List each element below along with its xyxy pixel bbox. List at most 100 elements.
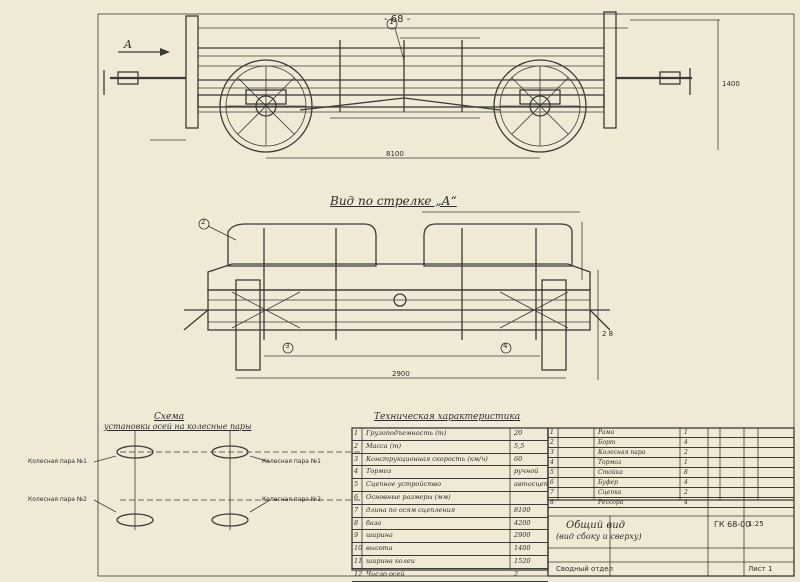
parts-row-qty: 4	[684, 499, 688, 506]
sheet-border	[97, 13, 795, 577]
parts-table-lines	[547, 427, 795, 577]
parts-row-qty: 4	[684, 479, 688, 486]
dim-width-label: 2 8	[602, 330, 614, 338]
axle-scheme	[93, 430, 360, 530]
parts-row: 7 Сцепка 2	[548, 488, 794, 498]
parts-row-qty: 4	[684, 439, 688, 446]
spec-row-text: ширина колеи	[366, 556, 415, 565]
spec-row-text: база	[366, 518, 382, 527]
callout-1: 1	[389, 18, 394, 26]
dim-plan-label: 2900	[392, 370, 410, 378]
parts-row-pos: 7	[550, 489, 554, 496]
scheme-title-1: Схема	[154, 412, 185, 422]
drawing-title-2: (вид сбоку и сверху)	[556, 532, 642, 541]
sole-bar	[197, 94, 605, 108]
callout-2: 2	[201, 218, 206, 226]
spec-row-num: 5	[354, 480, 359, 489]
parts-row: 4 Тормоз 1	[548, 458, 794, 468]
spec-row-text: длина по осям сцепления	[366, 505, 456, 514]
spec-row-value: 20	[514, 429, 523, 437]
bay-right	[423, 223, 573, 267]
title-org: Сводный отдел	[556, 565, 613, 573]
view-title: Вид по стрелке „А“	[330, 194, 457, 208]
parts-row-pos: 4	[550, 459, 554, 466]
end-post-left	[185, 15, 199, 129]
spec-row-value: 2	[514, 569, 519, 578]
parts-row-pos: 3	[550, 449, 554, 456]
spec-row-text: Основные размеры (мм)	[366, 492, 451, 501]
spec-row-value: ручной	[514, 467, 539, 476]
parts-row: 5 Стойка 8	[548, 468, 794, 478]
wheel-left	[219, 59, 313, 153]
wheelset-left	[235, 279, 261, 371]
callout-3: 3	[285, 342, 290, 350]
parts-row-name: Тормоз	[598, 459, 622, 466]
wheel-right	[493, 59, 587, 153]
spec-row-num: 7	[354, 505, 359, 514]
spec-row-num: 10	[354, 544, 363, 553]
bay-left	[227, 223, 377, 267]
parts-row-name: Рессора	[598, 499, 624, 506]
arrow-label: A	[124, 38, 132, 51]
parts-row-qty: 1	[684, 459, 688, 466]
parts-row-qty: 2	[684, 449, 688, 456]
parts-row-name: Сцепка	[598, 489, 622, 496]
parts-row-name: Борт	[598, 439, 616, 446]
dim-side-label: 1400	[722, 80, 740, 88]
parts-row-pos: 6	[550, 479, 554, 486]
spec-row-num: 2	[354, 441, 359, 450]
page-number: - 68 -	[384, 14, 411, 25]
parts-row-name: Колесная пара	[598, 449, 646, 456]
drawing-number: ГК 68-00	[714, 520, 751, 529]
spec-row-value: 5,5	[514, 441, 525, 450]
parts-row: 6 Буфер 4	[548, 478, 794, 488]
top-view	[183, 211, 611, 380]
side-view	[103, 11, 720, 159]
parts-row: 2 Борт 4	[548, 438, 794, 448]
spec-row-value: 1400	[514, 544, 531, 553]
spec-row-num: 6	[354, 492, 359, 501]
end-post-right	[603, 11, 617, 129]
spec-row-value: 60	[514, 454, 523, 463]
spec-row-value: 8100	[514, 505, 531, 514]
parts-row-qty: 8	[684, 469, 688, 476]
spec-row-text: Конструкционная скорость (км/ч)	[366, 454, 488, 463]
spec-row: 7 длина по осям сцепления 8100	[352, 505, 548, 518]
spec-title: Техническая характеристика	[374, 412, 521, 422]
scheme-label-rb: Колесная пара №2	[262, 496, 321, 503]
dim-top-label: 8100	[386, 150, 404, 158]
parts-row-pos: 1	[550, 429, 554, 436]
parts-row-pos: 5	[550, 469, 554, 476]
scheme-label-lb: Колесная пара №2	[28, 496, 87, 503]
spec-row: 1 Грузоподъемность (т) 20	[352, 428, 548, 441]
title-sheet: Лист 1	[748, 565, 773, 573]
scheme-title-2: установки осей на колесные пары	[104, 422, 252, 431]
spec-row-num: 11	[354, 556, 363, 565]
spec-row-text: Грузоподъемность (т)	[366, 429, 447, 437]
spec-row-text: Тормоз	[366, 467, 392, 476]
parts-row-pos: 2	[550, 439, 554, 446]
spec-row-text: Сцепное устройство	[366, 480, 441, 489]
spec-row-num: 1	[354, 429, 359, 437]
parts-row-qty: 2	[684, 489, 688, 496]
parts-row-name: Стойка	[598, 469, 623, 476]
scheme-label-lt: Колесная пара №1	[28, 458, 87, 465]
scheme-label-rt: Колесная пара №1	[262, 458, 321, 465]
spec-row-value: 1520	[514, 556, 531, 565]
title-scale: 1:25	[748, 520, 764, 528]
parts-row-name: Буфер	[598, 479, 618, 486]
drawing-title-1: Общий вид	[566, 520, 625, 531]
